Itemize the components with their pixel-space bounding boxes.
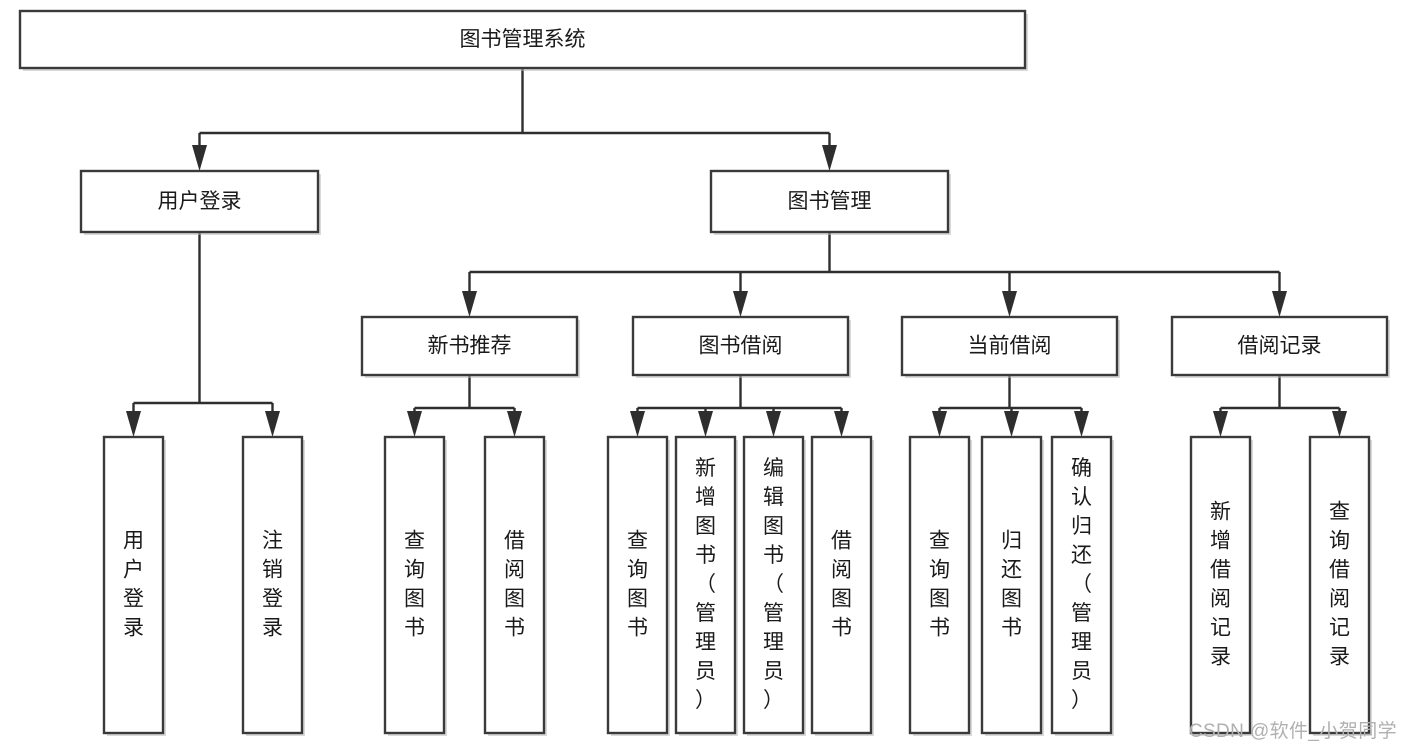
- node-box[interactable]: [18, 9, 1027, 70]
- node-book-manage[interactable]: 图书管理: [709, 169, 951, 235]
- node-leaf-borrow-book-recommend[interactable]: 借阅图书: [483, 435, 547, 736]
- arrow-head-icon: [126, 411, 141, 437]
- arrow-head-icon: [192, 145, 207, 171]
- node-box[interactable]: [483, 435, 546, 735]
- arrow-head-icon: [1074, 411, 1089, 437]
- node-box[interactable]: [1050, 435, 1113, 735]
- node-leaf-query-book-borrow[interactable]: 查询图书: [606, 435, 670, 736]
- node-box[interactable]: [102, 435, 165, 735]
- node-leaf-user-logout[interactable]: 注销登录: [241, 435, 305, 736]
- arrow-head-icon: [265, 411, 280, 437]
- node-label: 当前借阅: [968, 335, 1052, 358]
- node-label: 用户登录: [123, 529, 144, 639]
- arrow-head-icon: [834, 411, 849, 437]
- node-label: 查询图书: [627, 529, 648, 639]
- connector-layer: [126, 68, 1347, 437]
- node-leaf-borrow-book[interactable]: 借阅图书: [810, 435, 874, 736]
- node-label: 新增图书（管理员）: [695, 457, 716, 712]
- connector-group-book-borrow: [630, 375, 849, 437]
- node-label: 新书推荐: [428, 335, 512, 358]
- node-leaf-return-book[interactable]: 归还图书: [980, 435, 1044, 736]
- node-leaf-edit-book-admin[interactable]: 编辑图书（管理员）: [742, 435, 806, 736]
- arrow-head-icon: [766, 411, 781, 437]
- node-box[interactable]: [631, 315, 850, 377]
- connector-group-user-login: [126, 232, 280, 437]
- node-leaf-add-borrow-record[interactable]: 新增借阅记录: [1189, 435, 1253, 736]
- node-label: 查询图书: [404, 529, 425, 639]
- node-box[interactable]: [241, 435, 304, 735]
- connector-group-new-book-recommend: [407, 375, 522, 437]
- arrow-head-icon: [1002, 291, 1017, 317]
- node-label: 图书借阅: [699, 335, 783, 358]
- node-layer: 图书管理系统用户登录图书管理新书推荐图书借阅当前借阅借阅记录用户登录注销登录查询…: [18, 9, 1390, 736]
- node-label: 新增借阅记录: [1210, 500, 1231, 668]
- node-new-book-recommend[interactable]: 新书推荐: [360, 315, 580, 378]
- node-leaf-user-login[interactable]: 用户登录: [102, 435, 166, 736]
- node-label: 注销登录: [262, 529, 283, 639]
- node-label: 借阅图书: [504, 529, 525, 639]
- node-box[interactable]: [606, 435, 669, 735]
- arrow-head-icon: [1272, 291, 1287, 317]
- arrow-head-icon: [822, 145, 837, 171]
- node-box[interactable]: [980, 435, 1043, 735]
- node-box[interactable]: [674, 435, 737, 735]
- connector-group-borrow-record: [1213, 375, 1347, 437]
- node-box[interactable]: [908, 435, 971, 735]
- node-box[interactable]: [79, 169, 320, 234]
- node-label: 编辑图书（管理员）: [763, 457, 784, 712]
- arrow-head-icon: [932, 411, 947, 437]
- node-box[interactable]: [1170, 315, 1389, 377]
- arrow-head-icon: [630, 411, 645, 437]
- arrow-head-icon: [407, 411, 422, 437]
- node-label: 归还图书: [1001, 529, 1022, 639]
- node-label: 借阅记录: [1238, 335, 1322, 358]
- arrow-head-icon: [507, 411, 522, 437]
- node-box[interactable]: [360, 315, 579, 377]
- arrow-head-icon: [1004, 411, 1019, 437]
- node-user-login[interactable]: 用户登录: [79, 169, 321, 235]
- node-box[interactable]: [1308, 435, 1371, 735]
- node-box[interactable]: [810, 435, 873, 735]
- node-label: 查询借阅记录: [1329, 500, 1350, 668]
- node-leaf-confirm-return-admin[interactable]: 确认归还（管理员）: [1050, 435, 1114, 736]
- node-box[interactable]: [900, 315, 1119, 377]
- node-current-borrow[interactable]: 当前借阅: [900, 315, 1120, 378]
- node-leaf-add-book-admin[interactable]: 新增图书（管理员）: [674, 435, 738, 736]
- node-leaf-query-borrow-record[interactable]: 查询借阅记录: [1308, 435, 1372, 736]
- node-label: 确认归还（管理员）: [1071, 457, 1092, 712]
- connector-group-book-manage: [462, 232, 1287, 317]
- node-leaf-query-book-current[interactable]: 查询图书: [908, 435, 972, 736]
- connector-group-current-borrow: [932, 375, 1089, 437]
- arrow-head-icon: [1213, 411, 1228, 437]
- node-label: 用户登录: [158, 190, 242, 213]
- arrow-head-icon: [462, 291, 477, 317]
- node-box[interactable]: [742, 435, 805, 735]
- arrow-head-icon: [733, 291, 748, 317]
- node-borrow-record[interactable]: 借阅记录: [1170, 315, 1390, 378]
- node-label: 图书管理系统: [460, 28, 586, 51]
- arrow-head-icon: [698, 411, 713, 437]
- arrow-head-icon: [1332, 411, 1347, 437]
- node-label: 查询图书: [929, 529, 950, 639]
- connector-group-root: [192, 68, 837, 171]
- node-box[interactable]: [1189, 435, 1252, 735]
- node-label: 图书管理: [788, 190, 872, 213]
- node-book-borrow[interactable]: 图书借阅: [631, 315, 851, 378]
- node-box[interactable]: [709, 169, 950, 234]
- node-label: 借阅图书: [831, 529, 852, 639]
- node-root[interactable]: 图书管理系统: [18, 9, 1028, 71]
- node-leaf-query-book-recommend[interactable]: 查询图书: [383, 435, 447, 736]
- node-box[interactable]: [383, 435, 446, 735]
